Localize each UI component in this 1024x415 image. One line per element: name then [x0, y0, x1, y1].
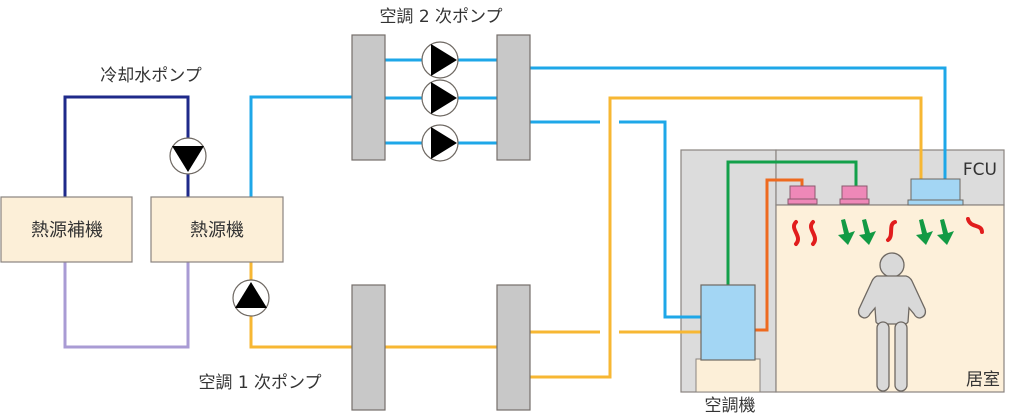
return-air-duct	[754, 178, 804, 332]
fcu-unit	[907, 178, 964, 206]
ahu-base	[695, 358, 761, 393]
warm-air-wave-icon	[966, 217, 984, 234]
return-header-2	[496, 284, 531, 411]
secondary-pump-3	[421, 124, 459, 162]
cool-air-icons	[838, 219, 954, 245]
pump-down-arrow-icon	[172, 146, 204, 172]
supply-header-1	[351, 34, 386, 161]
warm-air-wave-icon	[886, 220, 897, 242]
person-icon	[857, 252, 927, 392]
ahu-unit	[700, 284, 756, 361]
heat-source-label: 熱源機	[190, 220, 244, 241]
supply-header-2	[496, 34, 531, 161]
room-label: 居室	[966, 370, 1000, 390]
supply-air-duct	[726, 160, 858, 287]
heat-source-aux-box	[0, 196, 133, 263]
cool-air-arrow-icon	[937, 219, 954, 245]
return-air-grille	[787, 185, 818, 205]
return-from-fcu	[530, 96, 923, 379]
secondary-pump-label: 空調 2 次ポンプ	[379, 7, 502, 27]
warm-air-icons	[792, 217, 984, 246]
cool-air-arrow-icon	[916, 219, 933, 245]
cooling-pump-label: 冷却水ポンプ	[100, 66, 202, 86]
chilled-supply-to-fcu	[530, 66, 947, 180]
cool-air-arrow-icon	[838, 219, 855, 245]
heat-source-aux-label: 熱源補機	[31, 220, 103, 241]
primary-pump-label: 空調 1 次ポンプ	[198, 373, 321, 393]
pump-right-arrow-icon	[431, 127, 457, 159]
warm-air-wave-icon	[809, 220, 817, 246]
supply-air-diffuser	[839, 185, 870, 205]
pump-up-arrow-icon	[235, 282, 267, 308]
cooling-water-return-pipe	[63, 262, 190, 349]
heat-source-to-header-pipe	[249, 95, 352, 197]
chilled-water-pipes	[249, 58, 947, 319]
chilled-supply-to-ahu-b	[619, 120, 701, 319]
warm-air-wave-icon	[792, 220, 800, 246]
cool-air-arrow-icon	[859, 219, 876, 245]
cooling-water-pump	[169, 137, 207, 175]
ahu-label: 空調機	[705, 396, 756, 415]
primary-pump	[232, 279, 270, 317]
return-header-1	[351, 284, 386, 411]
secondary-pump-1	[421, 41, 459, 79]
heat-source-box	[150, 196, 284, 263]
secondary-pump-2	[421, 79, 459, 117]
pump-right-arrow-icon	[431, 82, 457, 114]
fcu-label: FCU	[963, 160, 997, 180]
cooling-water-supply-pipe	[63, 95, 190, 197]
pump-right-arrow-icon	[431, 44, 457, 76]
